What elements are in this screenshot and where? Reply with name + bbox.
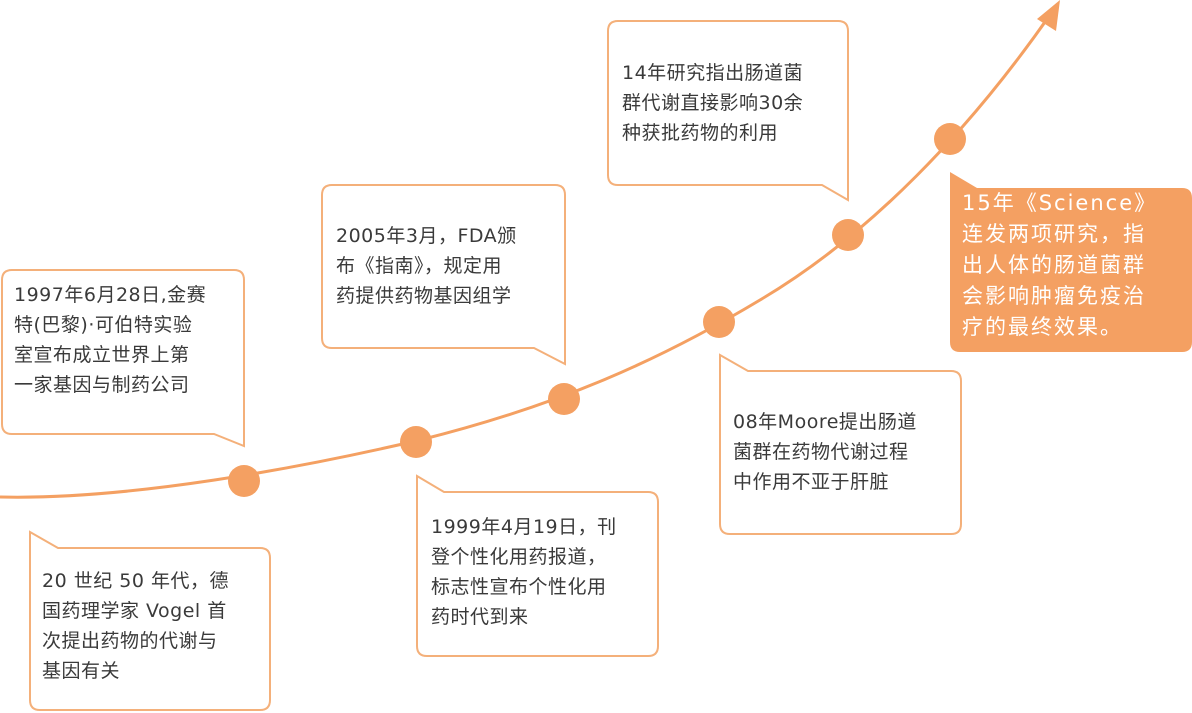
- arrow-head-icon: [1037, 0, 1060, 31]
- callout-box-1950s: [29, 530, 271, 711]
- milestone-dot-1997: [400, 426, 432, 458]
- callout-box-2015: [950, 172, 1192, 352]
- event-text-1997: 1997年6月28日,金赛 特(巴黎)·可伯特实验 室宣布成立世界上第 一家基因…: [14, 284, 207, 396]
- callout-box-2014: [607, 20, 849, 202]
- callout-box-1999: [416, 474, 659, 657]
- callout-box-2005: [321, 184, 566, 366]
- callout-box-1997: [1, 269, 245, 448]
- milestone-dot-1999: [548, 383, 580, 415]
- event-text-1999: 1999年4月19日，刊 登个性化用药报道， 标志性宣布个性化用 药时代到来: [431, 516, 617, 628]
- event-text-2005: 2005年3月，FDA颁 布《指南》，规定用 药提供药物基因组学: [336, 225, 517, 307]
- event-text-1950s: 20 世纪 50 年代，德 国药理学家 Vogel 首 次提出药物的代谢与 基因…: [42, 570, 229, 682]
- timeline-curve: [0, 11, 1054, 499]
- callout-box-2008: [719, 353, 962, 535]
- milestone-dot-2008: [832, 219, 864, 251]
- event-text-2014: 14年研究指出肠道菌 群代谢直接影响30余 种获批药物的利用: [622, 62, 804, 144]
- event-text-2015: 15年《Science》 连发两项研究，指 出人体的肠道菌群 会影响肿瘤免疫治 …: [962, 191, 1158, 339]
- milestone-dot-2014: [934, 123, 966, 155]
- milestone-dot-2005: [703, 306, 735, 338]
- milestone-dot-1950s: [228, 465, 260, 497]
- event-text-2008: 08年Moore提出肠道 菌群在药物代谢过程 中作用不亚于肝脏: [733, 411, 917, 493]
